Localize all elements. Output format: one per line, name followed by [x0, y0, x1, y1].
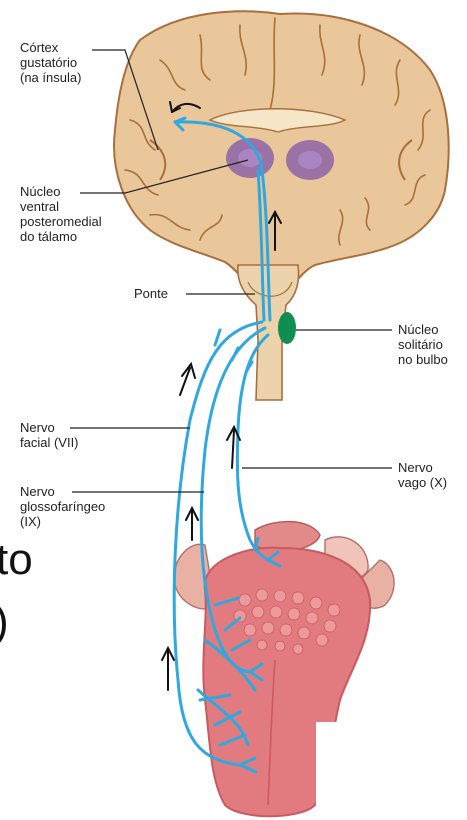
cropped-text-fragment-2: ): [0, 600, 9, 644]
label-cortex-gustatorio: Córtex gustatório (na ínsula): [20, 40, 81, 85]
arrow-up-glosso: [186, 508, 198, 540]
cropped-text-fragment-1: to: [0, 538, 33, 582]
brain-outline: [114, 11, 449, 295]
arrow-up-lower: [162, 648, 174, 690]
label-nervo-glossofaringeo: Nervo glossofaríngeo (IX): [20, 484, 105, 529]
label-nervo-facial: Nervo facial (VII): [20, 420, 79, 450]
label-ponte: Ponte: [134, 286, 168, 301]
brain-coronal-section: [114, 11, 449, 295]
tongue: [174, 522, 394, 820]
solitary-nucleus-shape: [278, 312, 296, 344]
label-nucleo-ventral-posteromedial: Núcleo ventral posteromedial do tálamo: [20, 184, 102, 244]
label-nervo-vago: Nervo vago (X): [398, 460, 447, 490]
arrow-up-facial: [180, 364, 195, 395]
occluding-box: [316, 722, 376, 820]
label-nucleo-solitario: Núcleo solitário no bulbo: [398, 322, 448, 367]
